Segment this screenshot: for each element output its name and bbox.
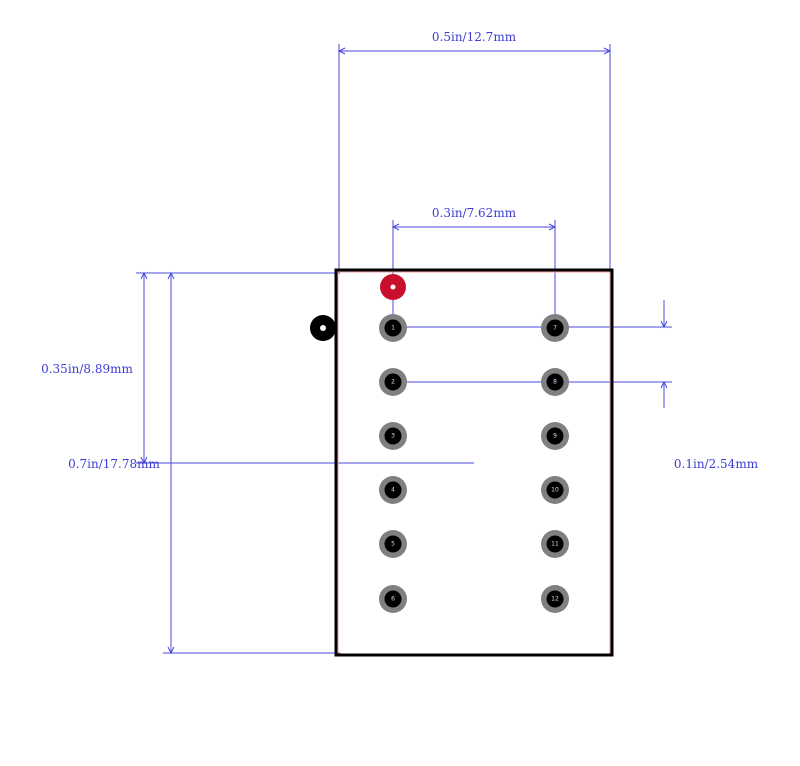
pin1-marker-center [390, 284, 396, 290]
row-spacing-dimension: 0.3in/7.62mm [391, 206, 557, 330]
pad-pin-5: 5 [379, 530, 407, 558]
pitch-dimension: 0.1in/2.54mm [393, 300, 759, 471]
pad-pin-2: 2 [379, 368, 407, 396]
height-total-label: 0.7in/17.78mm [68, 457, 160, 471]
row-spacing-label: 0.3in/7.62mm [432, 206, 517, 220]
pin-number: 5 [391, 541, 395, 548]
pad-pin-10: 10 [541, 476, 569, 504]
pin-number: 9 [553, 433, 557, 440]
package-outline [334, 268, 614, 657]
pin-number: 8 [553, 379, 557, 386]
pin-number: 4 [391, 487, 395, 494]
pin-number: 7 [553, 325, 557, 332]
pad-pin-4: 4 [379, 476, 407, 504]
pad-pin-1: 1 [379, 314, 407, 342]
pin-number: 2 [391, 379, 395, 386]
pin1-indicator-center [320, 325, 326, 331]
pin-number: 10 [551, 487, 559, 494]
pin-number: 1 [391, 325, 395, 332]
height-dimensions: 0.35in/8.89mm 0.7in/17.78mm [41, 271, 474, 655]
pad-pin-7: 7 [541, 314, 569, 342]
pin-number: 12 [551, 596, 559, 603]
pin-number: 3 [391, 433, 395, 440]
pad-pin-3: 3 [379, 422, 407, 450]
pad-pin-12: 12 [541, 585, 569, 613]
pad-pin-8: 8 [541, 368, 569, 396]
height-half-label: 0.35in/8.89mm [41, 362, 133, 376]
pin-number: 6 [391, 596, 395, 603]
width-label: 0.5in/12.7mm [432, 30, 517, 44]
width-dimension: 0.5in/12.7mm [337, 30, 612, 272]
pitch-label: 0.1in/2.54mm [674, 457, 759, 471]
pad-pin-11: 11 [541, 530, 569, 558]
pin-number: 11 [551, 541, 559, 548]
pad-pin-6: 6 [379, 585, 407, 613]
pad-pin-9: 9 [541, 422, 569, 450]
